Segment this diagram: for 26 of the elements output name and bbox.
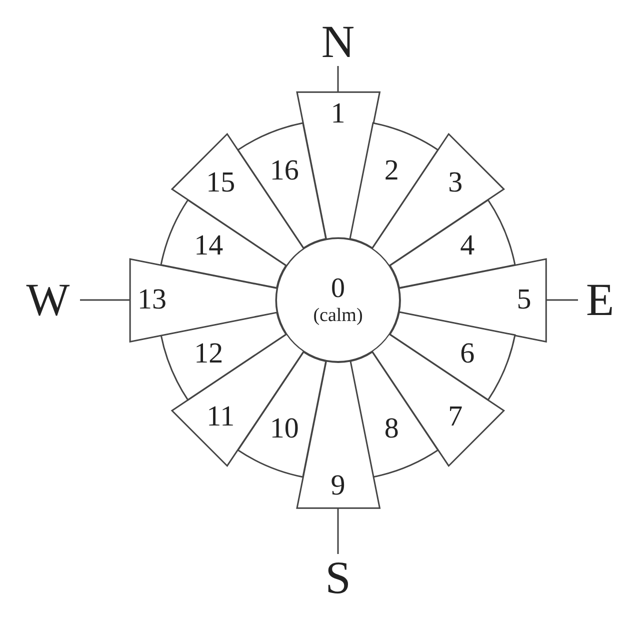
- compass-direction-letter: E: [586, 277, 614, 323]
- compass-direction-letter: N: [321, 19, 355, 65]
- connector-line: [80, 299, 130, 301]
- calm-label: (calm): [313, 305, 363, 328]
- sector-number: 14: [194, 232, 224, 261]
- sector-number: 6: [460, 339, 475, 368]
- sector-number: 9: [330, 471, 346, 500]
- sector-number: 2: [384, 156, 399, 186]
- sector-number: 1: [330, 100, 346, 128]
- sector-number: 16: [270, 156, 299, 186]
- calm-number: 0: [331, 272, 345, 306]
- connector-line: [546, 299, 578, 301]
- sector-number: 5: [516, 285, 532, 314]
- sector-number: 4: [460, 232, 475, 261]
- sector-number: 10: [270, 414, 299, 444]
- sector-number: 15: [206, 168, 236, 198]
- connector-line: [337, 66, 339, 92]
- sector-number: 8: [384, 414, 399, 444]
- sector-number: 11: [206, 402, 235, 432]
- sector-number: 3: [448, 168, 463, 198]
- compass-direction-letter: W: [26, 277, 70, 323]
- sector-number: 7: [448, 402, 463, 432]
- sector-number: 13: [138, 285, 166, 314]
- connector-line: [337, 508, 339, 554]
- sector-number: 12: [194, 339, 224, 368]
- compass-direction-letter: S: [325, 555, 351, 601]
